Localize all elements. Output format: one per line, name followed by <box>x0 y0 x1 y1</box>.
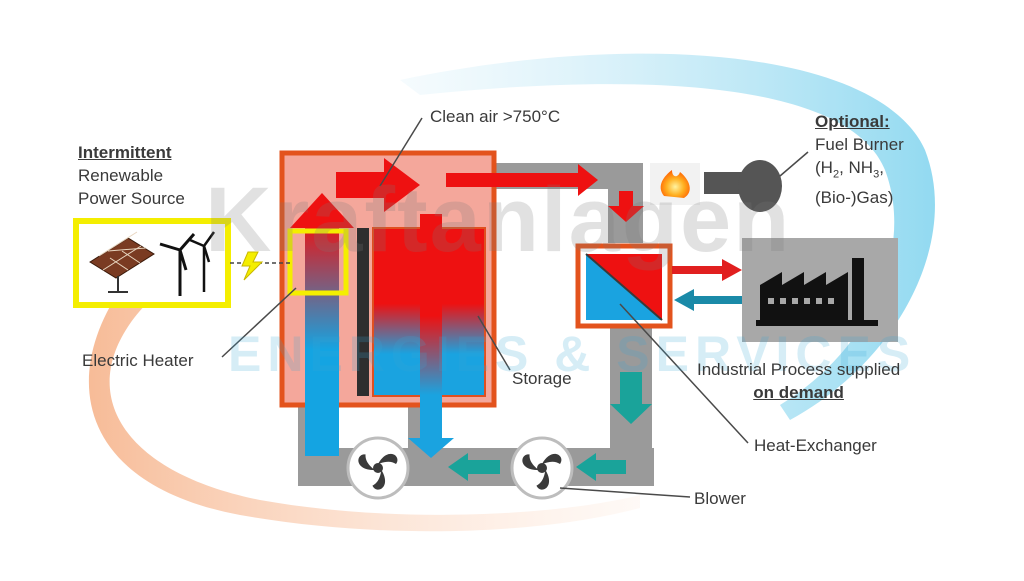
watermark-brand: Kraftanlagen <box>205 169 792 271</box>
burner-unit <box>650 160 782 212</box>
blower-2 <box>510 436 574 500</box>
watermark-tagline: ENERGIES & SERVICES <box>228 326 917 382</box>
industrial-process-label: Industrial Process supplied on demand <box>697 358 900 404</box>
optional-title: Optional: <box>815 112 890 131</box>
flame-icon <box>660 170 690 198</box>
heat-exchanger-label: Heat-Exchanger <box>754 436 877 455</box>
factory-icon <box>756 258 878 326</box>
from-process-arrow <box>674 289 742 311</box>
electric-heater-label: Electric Heater <box>82 351 194 370</box>
leader-lines <box>221 117 809 498</box>
renewable-source-box <box>73 218 231 308</box>
riser-arrow-head <box>290 193 354 228</box>
lightning-icon <box>241 251 264 281</box>
blower-1 <box>346 436 410 500</box>
power-source-line3: Power Source <box>78 189 185 208</box>
power-source-title: Intermittent <box>78 143 172 162</box>
optional-line4: (Bio-)Gas) <box>815 188 894 208</box>
industrial-line2: on demand <box>753 383 844 402</box>
industrial-line1: Industrial Process supplied <box>697 360 901 379</box>
wind-turbine-icon <box>159 231 216 296</box>
blower-label: Blower <box>694 489 746 508</box>
optional-line3: (H2, NH3, <box>815 158 884 181</box>
hx-inlet-arrow <box>608 191 644 222</box>
heat-exchanger-box <box>575 243 673 329</box>
optional-line2: Fuel Burner <box>815 135 904 154</box>
optional-burner-label: Optional: Fuel Burner (H2, NH3, (Bio-)Ga… <box>815 110 904 209</box>
down-flow-head <box>408 438 454 458</box>
return-arrows <box>448 372 652 481</box>
clean-air-label: Clean air >750°C <box>430 107 561 126</box>
power-source-label: Intermittent Renewable Power Source <box>78 141 185 210</box>
divider-wall <box>357 228 369 396</box>
storage-label: Storage <box>512 369 572 388</box>
industrial-process-box <box>742 238 898 342</box>
top-hot-arrow <box>446 164 598 196</box>
riser-flow <box>305 220 339 456</box>
power-source-line2: Renewable <box>78 166 164 185</box>
to-process-arrow <box>672 259 742 281</box>
down-flow <box>420 214 442 440</box>
hot-arrow-right <box>336 158 420 212</box>
logo-swoosh-orange <box>88 290 640 532</box>
logo-swoosh-blue <box>400 53 935 421</box>
electric-heater <box>287 228 349 296</box>
solar-panel-icon <box>89 231 155 293</box>
